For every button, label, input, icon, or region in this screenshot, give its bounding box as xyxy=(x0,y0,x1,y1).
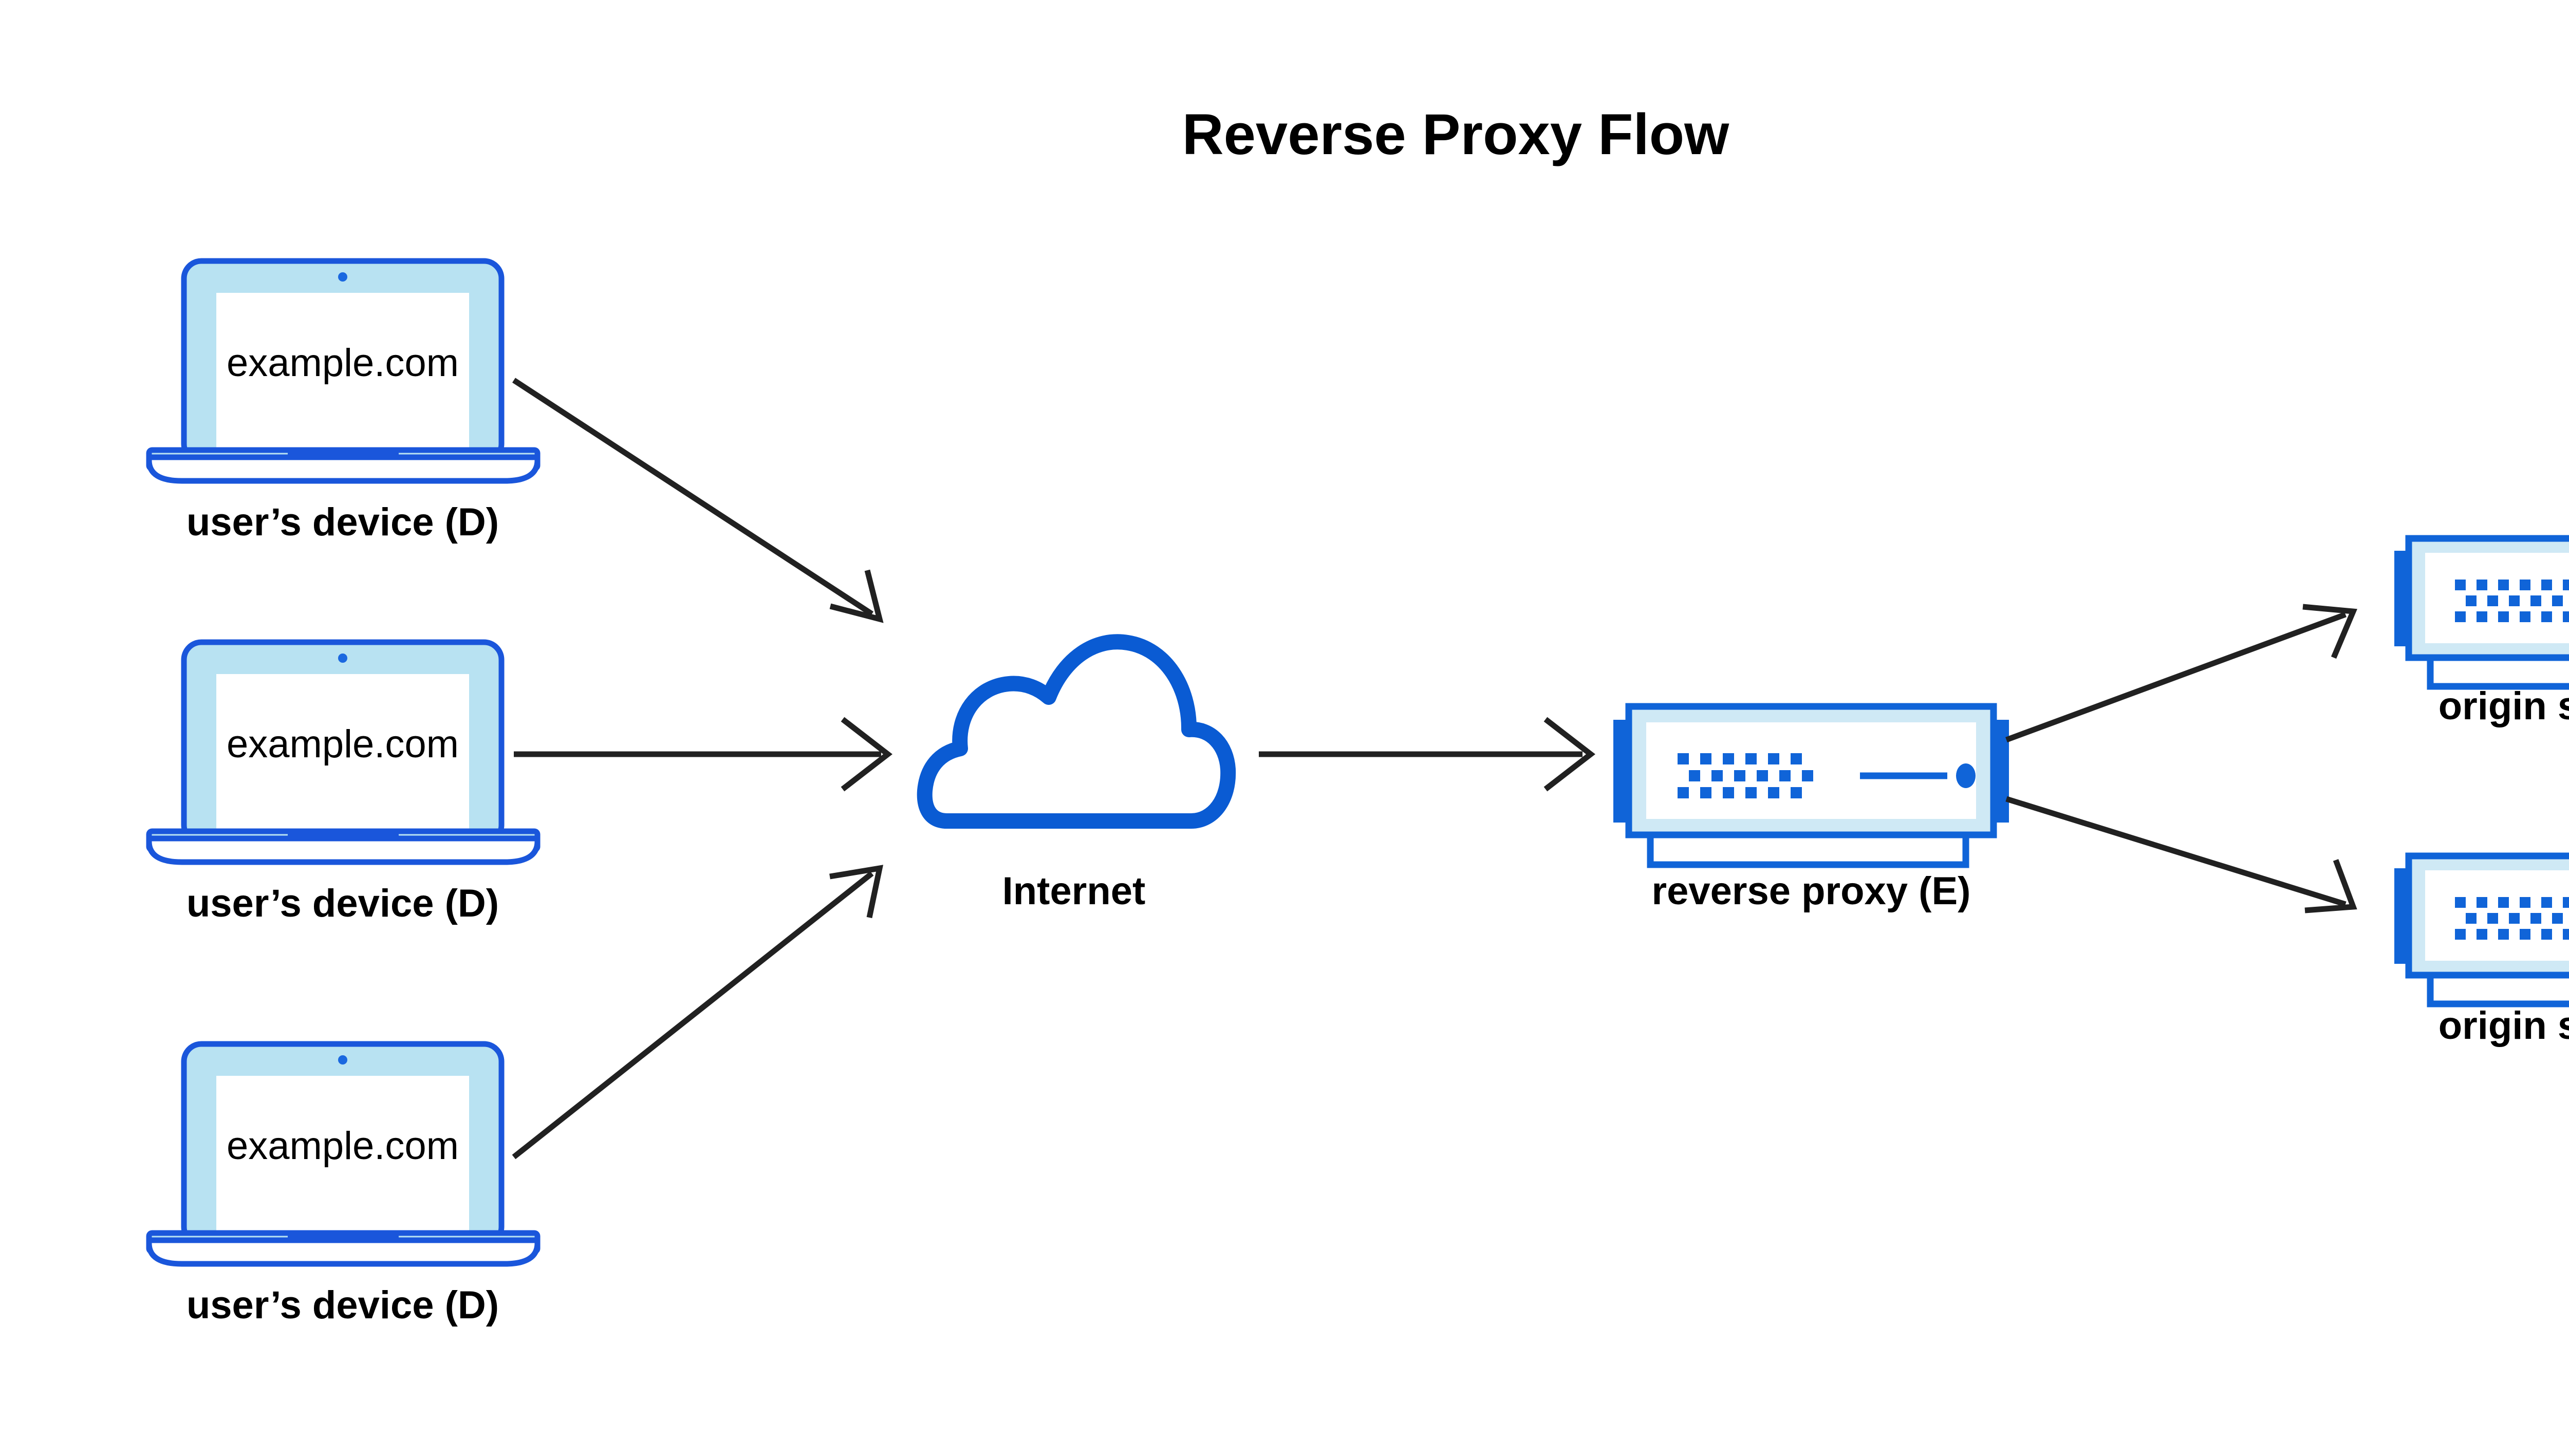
laptop-screen xyxy=(216,674,469,843)
page-title: Reverse Proxy Flow xyxy=(1182,102,1729,166)
origin-server-1[interactable]: origin server (F) xyxy=(2394,535,2569,728)
laptop-base-bottom xyxy=(146,454,541,484)
laptop-device-2[interactable]: example.com user’s device (D) xyxy=(146,639,541,925)
laptop-screen xyxy=(216,1076,469,1244)
laptop-trackpad-notch xyxy=(288,450,399,458)
flow-arrow-proxy-to-origin1 xyxy=(2005,604,2357,743)
laptop-device-1[interactable]: example.com user’s device (D) xyxy=(146,258,541,544)
device-label-3: user’s device (D) xyxy=(187,1283,499,1327)
server-power-indicator xyxy=(1956,763,1976,788)
origin-server-label-1: origin server (F) xyxy=(2438,684,2569,728)
server-base-shelf xyxy=(1647,831,1969,868)
laptop-screen xyxy=(216,293,469,461)
server-led-grid xyxy=(2455,897,2569,940)
internet-label: Internet xyxy=(1002,869,1146,913)
flow-arrow-internet-to-proxy xyxy=(1259,717,1595,792)
server-led-grid xyxy=(2455,580,2569,622)
server-base-shelf xyxy=(2427,654,2569,690)
webcam-icon xyxy=(338,1055,347,1065)
reverse-proxy-label: reverse proxy (E) xyxy=(1652,869,1971,913)
server-led-grid xyxy=(1678,753,1813,798)
origin-server-label-2: origin server (F) xyxy=(2438,1004,2569,1048)
device-label-2: user’s device (D) xyxy=(187,882,499,925)
server-base-shelf xyxy=(2427,972,2569,1007)
flow-arrow-proxy-to-origin2 xyxy=(2005,796,2357,913)
laptop-screen-text: example.com xyxy=(227,722,459,766)
webcam-icon xyxy=(338,654,347,663)
reverse-proxy-server[interactable]: reverse proxy (E) xyxy=(1613,703,2009,913)
laptop-base-bottom xyxy=(146,1237,541,1267)
device-label-1: user’s device (D) xyxy=(187,500,499,544)
flow-arrow-device1-to-internet xyxy=(512,378,884,623)
laptop-base-bottom xyxy=(146,835,541,865)
internet-cloud[interactable]: Internet xyxy=(917,634,1236,913)
laptop-screen-text: example.com xyxy=(227,341,459,385)
laptop-trackpad-notch xyxy=(288,831,399,839)
laptop-screen-text: example.com xyxy=(227,1124,459,1168)
laptop-trackpad-notch xyxy=(288,1233,399,1241)
laptop-device-3[interactable]: example.com user’s device (D) xyxy=(146,1041,541,1327)
origin-server-2[interactable]: origin server (F) xyxy=(2394,852,2569,1048)
flow-arrow-device2-to-internet xyxy=(514,717,892,792)
webcam-icon xyxy=(338,272,347,282)
flow-arrow-device3-to-internet xyxy=(512,865,884,1160)
cloud-icon xyxy=(917,634,1236,829)
